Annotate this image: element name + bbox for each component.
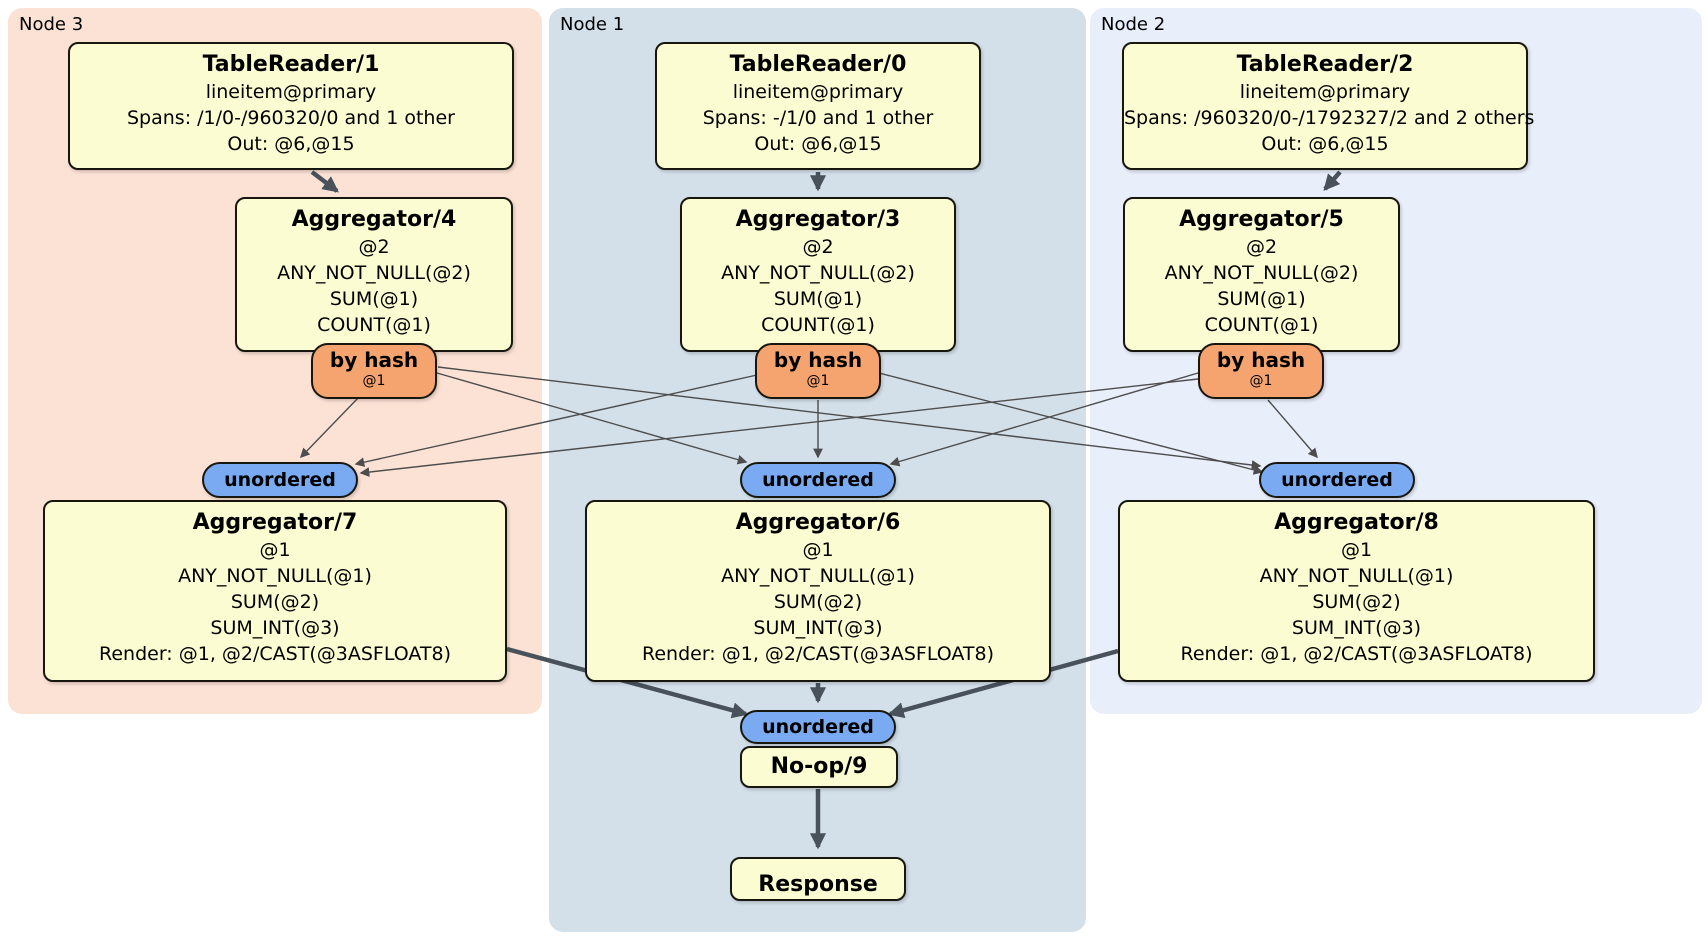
processor-title: TableReader/2 [1236,52,1414,77]
router-unordered-node-1: unordered [740,462,896,498]
router-label: by hash [773,348,863,372]
processor-aggregator-8: Aggregator/8 @1 ANY_NOT_NULL(@1) SUM(@2)… [1118,500,1595,682]
processor-detail-line: SUM(@2) [230,591,320,613]
processor-detail-line: lineitem@primary [205,81,377,103]
processor-detail-line: ANY_NOT_NULL(@1) [178,565,372,587]
processor-no-op-9: No-op/9 [740,746,898,788]
router-label: by hash [329,348,419,372]
processor-detail-line: Out: @6,@15 [754,133,882,155]
processor-detail-line: SUM(@1) [329,288,419,310]
processor-title: Aggregator/8 [1274,510,1439,535]
processor-aggregator-7: Aggregator/7 @1 ANY_NOT_NULL(@1) SUM(@2)… [43,500,507,682]
processor-title: Aggregator/4 [291,207,457,232]
processor-detail-line: lineitem@primary [732,81,904,103]
processor-detail-line: @1 [259,539,291,561]
processor-title: Aggregator/6 [735,510,901,535]
processor-detail-line: COUNT(@1) [1204,314,1319,336]
processor-detail-line: SUM(@1) [1217,288,1306,310]
region-label: Node 2 [1101,14,1166,35]
processor-detail-line: SUM(@2) [1312,591,1401,613]
processor-detail-line: Spans: /1/0-/960320/0 and 1 other [127,107,455,129]
processor-aggregator-6: Aggregator/6 @1 ANY_NOT_NULL(@1) SUM(@2)… [585,500,1051,682]
processor-tablereader-1: TableReader/1 lineitem@primary Spans: /1… [68,42,514,170]
processor-detail-line: ANY_NOT_NULL(@2) [277,262,471,284]
router-unordered-node-2: unordered [1259,462,1415,498]
processor-detail-line: Out: @6,@15 [1261,133,1389,155]
processor-title: Aggregator/3 [735,207,901,232]
processor-detail-line: Spans: -/1/0 and 1 other [702,107,934,129]
router-detail: @1 [1249,373,1273,389]
processor-aggregator-4: Aggregator/4 @2 ANY_NOT_NULL(@2) SUM(@1)… [235,197,513,352]
processor-detail-line: SUM_INT(@3) [210,617,340,639]
processor-tablereader-2: TableReader/2 lineitem@primary Spans: /9… [1122,42,1535,170]
processor-detail-line: @2 [1245,236,1278,258]
processor-title: Response [758,872,878,897]
processor-aggregator-5: Aggregator/5 @2 ANY_NOT_NULL(@2) SUM(@1)… [1123,197,1400,352]
processor-detail-line: ANY_NOT_NULL(@1) [1259,565,1454,587]
processor-detail-line: SUM(@2) [773,591,863,613]
processor-detail-line: Render: @1, @2/CAST(@3ASFLOAT8) [99,643,451,665]
processor-detail-line: @1 [802,539,834,561]
processor-title: TableReader/0 [729,52,907,77]
processor-detail-line: @2 [802,236,834,258]
processor-detail-line: ANY_NOT_NULL(@1) [721,565,915,587]
processor-title: Aggregator/7 [192,510,358,535]
processor-title: Aggregator/5 [1179,207,1344,232]
processor-title: No-op/9 [770,754,868,779]
region-label: Node 3 [19,14,84,35]
processor-detail-line: SUM_INT(@3) [1291,617,1422,639]
processor-detail-line: @1 [1340,539,1373,561]
processor-detail-line: ANY_NOT_NULL(@2) [1164,262,1359,284]
processor-aggregator-3: Aggregator/3 @2 ANY_NOT_NULL(@2) SUM(@1)… [680,197,956,352]
router-unordered-node-3: unordered [202,462,358,498]
processor-detail-line: ANY_NOT_NULL(@2) [721,262,915,284]
processor-detail-line: Spans: /960320/0-/1792327/2 and 2 others [1124,107,1535,129]
processor-detail-line: Render: @1, @2/CAST(@3ASFLOAT8) [642,643,994,665]
processor-detail-line: COUNT(@1) [317,314,431,336]
router-detail: @1 [806,373,830,389]
router-label: by hash [1216,348,1306,372]
processor-detail-line: Render: @1, @2/CAST(@3ASFLOAT8) [1180,643,1533,665]
processor-response: Response [730,857,906,901]
router-unordered-final: unordered [740,710,896,744]
processor-detail-line: @2 [358,236,390,258]
region-label: Node 1 [560,14,625,35]
processor-detail-line: Out: @6,@15 [227,133,355,155]
router-by-hash-node-2: by hash @1 [1198,343,1324,399]
router-by-hash-node-3: by hash @1 [311,343,437,399]
processor-detail-line: COUNT(@1) [761,314,875,336]
processor-detail-line: lineitem@primary [1239,81,1411,103]
processor-tablereader-0: TableReader/0 lineitem@primary Spans: -/… [655,42,981,170]
router-detail: @1 [362,373,386,389]
processor-title: TableReader/1 [202,52,380,77]
processor-detail-line: SUM(@1) [773,288,863,310]
router-by-hash-node-1: by hash @1 [755,343,881,399]
processor-detail-line: SUM_INT(@3) [753,617,883,639]
